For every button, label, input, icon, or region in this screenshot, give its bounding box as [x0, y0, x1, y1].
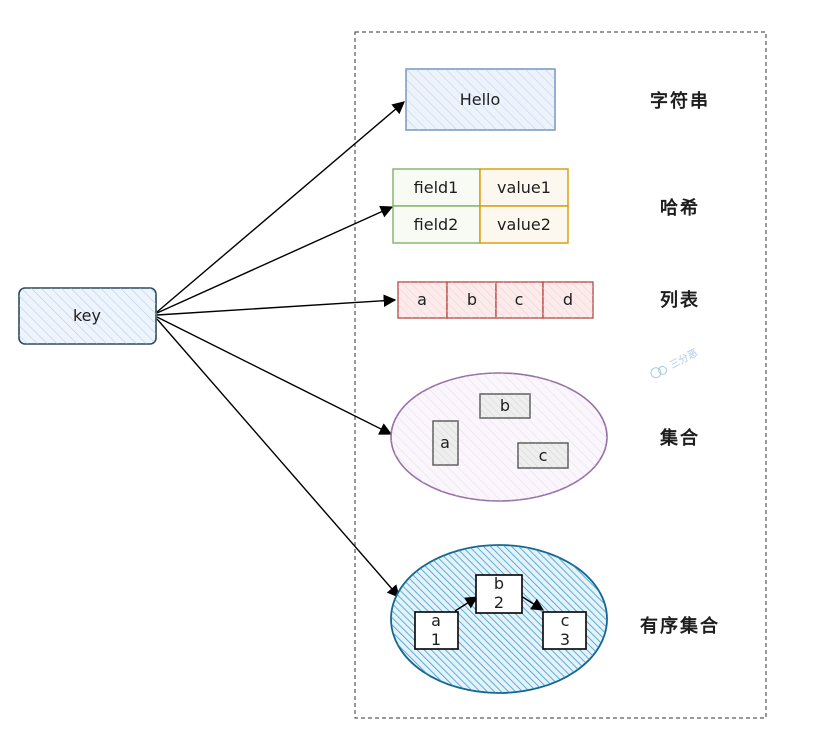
zset-ellipse: b 2 a 1 c 3	[390, 544, 608, 694]
zset-arrow-b-c	[520, 595, 545, 611]
types-container	[354, 31, 767, 719]
watermark: 三分恶	[650, 347, 700, 379]
string-value: Hello	[460, 90, 501, 109]
hash-value-1: value1	[497, 178, 551, 197]
hash-type-label: 哈希	[660, 197, 700, 219]
zset-score-b: 2	[494, 593, 504, 612]
zset-member-c: c	[561, 611, 570, 630]
list-item-b: b	[467, 290, 477, 309]
zset-type-label: 有序集合	[640, 615, 720, 637]
key-node: key	[18, 287, 157, 345]
hash-table: field1 value1 field2 value2	[392, 168, 569, 244]
watermark-text: 三分恶	[668, 347, 700, 372]
zset-arrow-a-b	[454, 596, 479, 612]
zset-member-b: b	[494, 574, 504, 593]
set-item-c: c	[539, 446, 548, 465]
string-block: Hello	[405, 68, 556, 131]
zset-score-a: 1	[431, 630, 441, 649]
string-type-label: 字符串	[650, 90, 710, 112]
list-item-a: a	[417, 290, 427, 309]
hash-field-1: field1	[414, 178, 459, 197]
zset-score-c: 3	[560, 630, 570, 649]
arrow-to-set	[156, 316, 393, 435]
set-item-a: a	[440, 433, 450, 452]
zset-member-a: a	[431, 611, 441, 630]
set-type-label: 集合	[659, 427, 700, 449]
list-item-c: c	[515, 290, 524, 309]
list-type-label: 列表	[660, 289, 700, 311]
hash-field-2: field2	[414, 215, 459, 234]
arrow-to-hash	[156, 205, 394, 314]
arrow-to-string	[156, 101, 405, 313]
hash-value-2: value2	[497, 215, 551, 234]
set-item-b: b	[500, 396, 510, 415]
list-block: a b c d	[397, 281, 594, 319]
list-item-d: d	[563, 290, 573, 309]
key-label: key	[73, 306, 101, 325]
arrow-to-list	[156, 294, 397, 316]
arrow-to-zset	[156, 318, 400, 598]
set-ellipse: b a c	[390, 372, 608, 502]
key-arrows	[156, 101, 405, 598]
